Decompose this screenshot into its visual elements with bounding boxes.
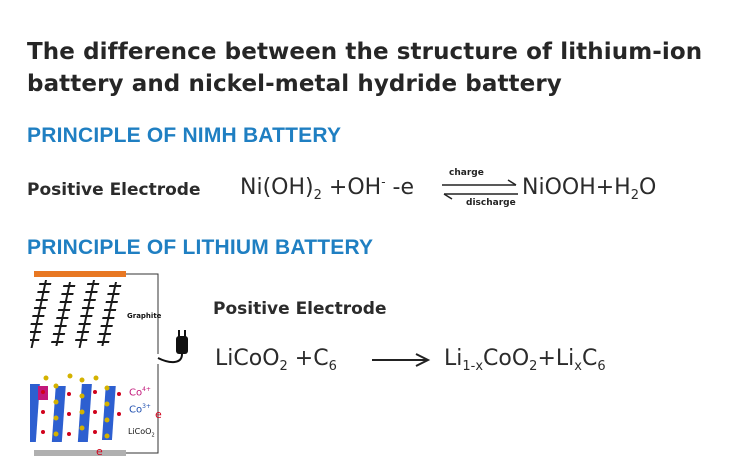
arrow-discharge-label: discharge (466, 198, 516, 208)
wire-top (126, 273, 159, 354)
licoo2-label-sub: 2 (151, 432, 155, 439)
page-title: The difference between the structure of … (27, 36, 727, 100)
nimh-positive-label: Positive Electrode (27, 180, 201, 200)
li-rhs-a: Li (444, 346, 463, 371)
nimh-heading: PRINCIPLE OF NIMH BATTERY (27, 124, 342, 147)
reaction-arrow-icon (372, 353, 431, 367)
title-line-2: battery and nickel-metal hydride battery (27, 71, 562, 97)
li-positive-label: Positive Electrode (213, 299, 387, 319)
anode-current-collector (34, 271, 126, 277)
co3-label: Co3+ (129, 403, 151, 415)
li-rhs-b: CoO (483, 346, 530, 371)
li-lhs-sub-b: 6 (328, 359, 337, 374)
nimh-lhs-ni: Ni(OH) (240, 175, 314, 200)
graphite-layers (30, 280, 122, 348)
licoo2-label-text: LiCoO (128, 427, 152, 436)
co4-label-sup: 4+ (142, 386, 151, 393)
co4-label: Co4+ (129, 386, 151, 398)
li-rhs-sub-c: x (574, 359, 582, 374)
li-rhs-d: C (581, 346, 598, 371)
li-rhs-sub-a: 1-x (462, 359, 484, 374)
li-lhs-b: +C (287, 346, 329, 371)
lithium-heading: PRINCIPLE OF LITHIUM BATTERY (27, 236, 374, 259)
nimh-lhs-oh: +OH (321, 175, 382, 200)
cathode-current-collector (34, 450, 126, 456)
nimh-rhs-main: NiOOH+H (522, 175, 631, 200)
li-rhs-c: +Li (537, 346, 575, 371)
li-rhs-sub-d: 6 (597, 359, 606, 374)
co3-label-sup: 3+ (142, 403, 151, 410)
wire-bottom (126, 364, 159, 454)
graphite-label: Graphite (127, 312, 162, 320)
li-formula-left: LiCoO2 +C6 (215, 346, 337, 374)
li-formula-right: Li1-xCoO2+LixC6 (444, 346, 606, 374)
co3-label-text: Co (129, 404, 143, 416)
title-line-1: The difference between the structure of … (27, 39, 703, 65)
nimh-formula-left: Ni(OH)2 +OH- -e (240, 175, 414, 203)
licoo2-label: LiCoO2 (128, 427, 155, 439)
plug-icon (157, 330, 188, 364)
nimh-formula-right: NiOOH+H2O (522, 175, 657, 203)
nimh-lhs-sup: - (381, 175, 386, 189)
arrow-charge-label: charge (449, 168, 484, 178)
li-lhs-a: LiCoO (215, 346, 280, 371)
nimh-rhs-sub: 2 (630, 188, 640, 203)
battery-diagram-svg (30, 271, 188, 456)
nimh-lhs-e: -e (385, 175, 414, 200)
battery-diagram: Graphite Co4+ Co3+ e LiCoO2 e (30, 268, 205, 464)
co4-label-text: Co (129, 387, 143, 399)
electron-label-bottom: e (96, 445, 103, 458)
li-rhs-sub-b: 2 (529, 359, 538, 374)
equilibrium-arrow-icon (442, 179, 518, 200)
nimh-lhs-sub: 2 (313, 188, 322, 203)
electron-label-right: e (155, 408, 162, 421)
li-lhs-sub-a: 2 (279, 359, 288, 374)
nimh-rhs-o: O (639, 175, 657, 200)
cathode-layers (30, 373, 121, 442)
